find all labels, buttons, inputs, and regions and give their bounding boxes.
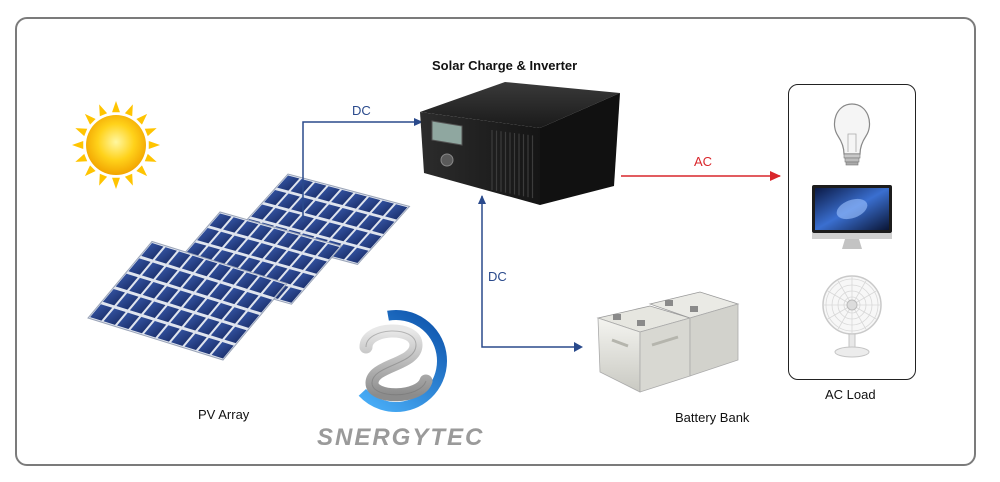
light-bulb-icon (833, 103, 871, 166)
sun-icon (72, 101, 160, 189)
battery-bank-label: Battery Bank (675, 410, 750, 425)
ac-load-box (788, 84, 916, 380)
battery-dc-label: DC (488, 269, 507, 284)
pv-array-label: PV Array (198, 407, 250, 422)
ac-load-label: AC Load (825, 387, 876, 402)
pv-to-inverter-wire (302, 118, 423, 222)
battery-to-inverter-wire (478, 195, 583, 352)
fan-icon (822, 275, 882, 358)
logo-icon (345, 310, 447, 412)
solar-panel-icon (87, 173, 411, 361)
ac-label: AC (694, 154, 713, 169)
inverter-icon (420, 82, 620, 205)
logo-text: SNERGYTEC (317, 424, 485, 451)
monitor-icon (812, 185, 892, 249)
diagram-title: Solar Charge & Inverter (432, 58, 578, 73)
pv-dc-label: DC (352, 103, 371, 118)
battery-icon (596, 291, 740, 393)
